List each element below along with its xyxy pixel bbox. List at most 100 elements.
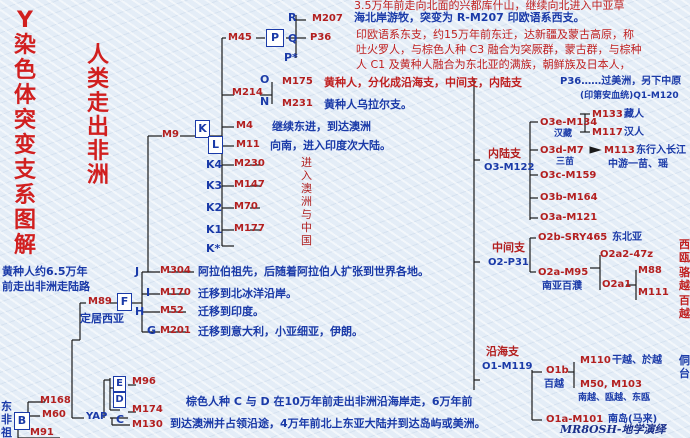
far-right-3: 百越 [679,294,690,320]
m130-desc: 到达澳洲并占领沿途，4万年前北上东亚大陆并到达岛屿或美洲。 [170,417,486,430]
node-M168: M168 [40,395,71,406]
m11-desc: 向南，进入印度次大陆。 [270,139,391,152]
node-M231: M231 [282,98,313,109]
node-M207: M207 [312,13,343,24]
node-O1a-M101: O1a-M101 [546,414,604,425]
m113-desc-1: 东行入长江 [636,145,686,156]
m117-desc: 汉人 [624,127,644,138]
q-desc: P36……过美洲，另下中原 [560,76,682,87]
node-O2a1: O2a1 [602,279,632,290]
node-M230: M230 [234,158,265,169]
box-K: K [195,120,210,138]
node-K4: K4 [206,158,223,171]
node-M174: M174 [132,404,163,415]
node-K2: K2 [206,201,223,214]
m133-desc: 藏人 [624,109,644,120]
node-M117: M117 [592,127,623,138]
q-desc-2: (印第安血统)Q1-M120 [580,91,679,101]
o3d-sub: 三苗 [556,157,575,167]
node-M133: M133 [592,109,623,120]
top-text-1: 3.5万年前走向北面的兴都库什山，继续向北进入中亚草 [354,0,625,12]
node-M11: M11 [236,139,260,150]
node-O3a-M121: O3a-M121 [540,212,598,223]
node-M170: M170 [160,287,191,298]
box-B: B [14,412,30,430]
o2a-sub: 南亚百濮 [542,281,582,292]
r-desc-1: 印欧语系东支，约15万年前东迁，达新疆及蒙古高原，称 [356,28,634,41]
node-M89: M89 [88,296,112,307]
o3e-sub: 汉藏 [554,129,573,139]
m89-desc: 定居西亚 [80,312,124,325]
far-right-4: 侗台 [679,354,690,380]
node-P36: P36 [310,32,332,43]
node-C: C [116,413,125,426]
node-O2a-M95: O2a-M95 [538,267,589,278]
node-M88: M88 [638,265,662,276]
node-I: I [146,286,151,299]
node-M111: M111 [638,287,669,298]
node-M60: M60 [42,409,66,420]
node-O3e-M134: O3e-M134 [540,117,598,128]
node-G: G [147,324,157,337]
node-M201: M201 [160,325,191,336]
box-D: D [113,392,126,408]
node-M113: M113 [604,145,635,156]
node-K1: K1 [206,223,223,236]
node-O2-P31: O2-P31 [488,257,529,268]
yellow-desc-2: 前走出非洲走陆路 [2,280,90,293]
node-O3c-M159: O3c-M159 [540,170,597,181]
node-P-star: P* [284,51,298,64]
node-M147: M147 [234,179,265,190]
node-N: N [260,95,270,108]
box-L: L [208,136,223,154]
k-vertical-text: 进入澳洲与中国 [301,156,312,247]
node-M9: M9 [162,129,179,140]
m170-desc: 迁移到北冰洋沿岸。 [198,287,297,300]
far-right-2: 骆越 [679,266,690,292]
node-O3d-M7: O3d-M7 [540,145,584,156]
node-M110: M110 [580,355,611,366]
m52-desc: 迁移到印度。 [198,305,264,318]
node-O1b: O1b [546,365,569,376]
title-left: Y染色体突变支系图解 [13,8,36,258]
m113-desc-2: 中游一苗、瑶 [608,159,668,170]
m201-desc: 迁移到意大利，小亚细亚，伊朗。 [198,325,363,338]
node-M50-M103: M50, M103 [580,379,642,390]
left-column-text: 东非祖先 [1,400,12,438]
m4-desc: 继续东进，到达澳洲 [272,120,371,133]
title-right: 人类走出非洲 [86,43,109,188]
node-YAP: YAP [86,411,108,422]
o1b-sub: 百越 [544,379,564,390]
node-R: R [288,11,297,24]
coastal-branch: 沿海支 [486,345,519,358]
far-right-1: 西瓯 [679,238,690,264]
node-M96: M96 [132,376,156,387]
box-P: P [266,29,284,47]
node-M52: M52 [160,305,184,316]
node-M45: M45 [228,32,252,43]
node-M91: M91 [30,427,54,438]
middle-branch: 中间支 [492,241,525,254]
m304-desc: 阿拉伯祖先，后随着阿拉伯人扩张到世界各地。 [198,265,429,278]
top-text-2: 海北岸游牧，突变为 R-M207 印欧语系西支。 [354,11,585,24]
node-M304: M304 [160,265,191,276]
r-desc-2: 吐火罗人，与棕色人种 C3 融合为突厥群，蒙古群，与棕种 [356,43,642,56]
node-O3-M122: O3-M122 [484,162,535,173]
r-desc-3: 人 C1 及黄种人融合为东北亚的满族，朝鲜族及日本人， [356,58,631,71]
node-Q: Q [288,32,298,45]
node-M70: M70 [234,201,258,212]
node-O3b-M164: O3b-M164 [540,192,598,203]
signature: MR8OSH-地学演绎 [560,423,666,436]
box-F: F [117,293,132,311]
node-K3: K3 [206,179,223,192]
node-H: H [135,305,145,318]
o-desc: 黄种人，分化成沿海支，中间支，内陆支 [324,76,522,89]
n-desc: 黄种人乌拉尔支。 [324,98,412,111]
node-K-star: K* [206,242,221,255]
node-O2a2-47z: O2a2-47z [600,249,654,260]
node-O1-M119: O1-M119 [482,361,533,372]
m50-desc: 南越、瓯越、东瓯 [578,393,651,403]
yellow-desc-1: 黄种人约6.5万年 [2,265,88,278]
